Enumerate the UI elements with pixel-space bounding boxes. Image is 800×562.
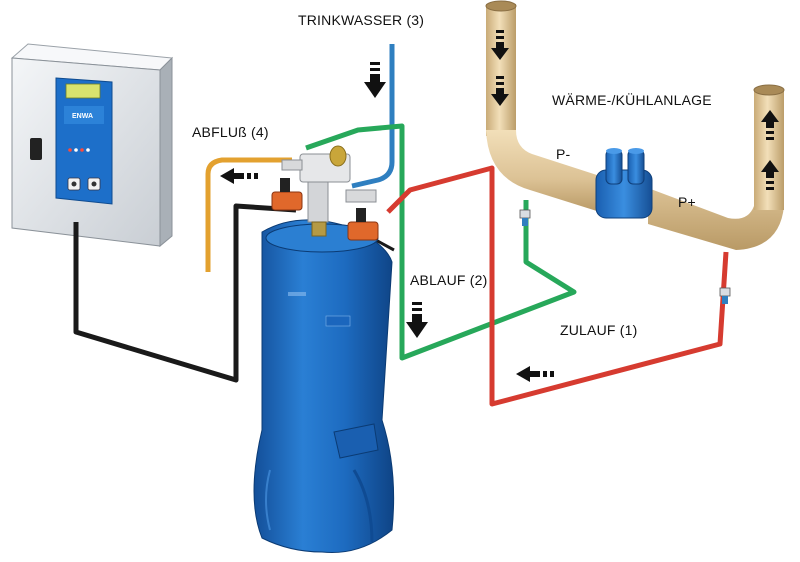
valve-icon (347, 208, 379, 241)
flow-arrow-down (406, 302, 428, 338)
flow-arrow-left (516, 366, 554, 382)
system-pipe (485, 0, 785, 250)
panel-brand: ENWA (72, 113, 93, 120)
supply-line-red (386, 165, 729, 407)
drain-pipe (205, 157, 292, 272)
label-ablauf: ABLAUF (2) (410, 272, 488, 288)
valve-icon (519, 209, 531, 226)
treatment-vessel (253, 219, 395, 554)
cable-panel-to-vessel (73, 203, 297, 383)
label-p-plus: P+ (678, 194, 696, 210)
valve-manifold (281, 145, 377, 237)
panel-indicator-leds (68, 148, 90, 152)
label-zulauf: ZULAUF (1) (560, 322, 638, 338)
valve-icon (271, 178, 303, 211)
flow-arrow-down (364, 62, 386, 98)
flow-arrow-left (220, 168, 258, 184)
flow-arrow-down (491, 30, 509, 106)
valve-icon (719, 287, 731, 304)
pump-icon (595, 148, 653, 219)
label-trinkwasser: TRINKWASSER (3) (298, 12, 425, 28)
panel-lcd-display (65, 83, 101, 99)
label-abfluss: ABFLUß (4) (192, 124, 269, 140)
control-panel: ENWA (10, 43, 174, 248)
label-p-minus: P- (556, 146, 571, 162)
drinking-water-pipe (351, 44, 395, 189)
flow-arrow-up (761, 110, 779, 190)
return-line-green (305, 123, 577, 361)
label-anlage: WÄRME-/KÜHLANLAGE (552, 92, 712, 108)
panel-door-handle (30, 138, 42, 160)
